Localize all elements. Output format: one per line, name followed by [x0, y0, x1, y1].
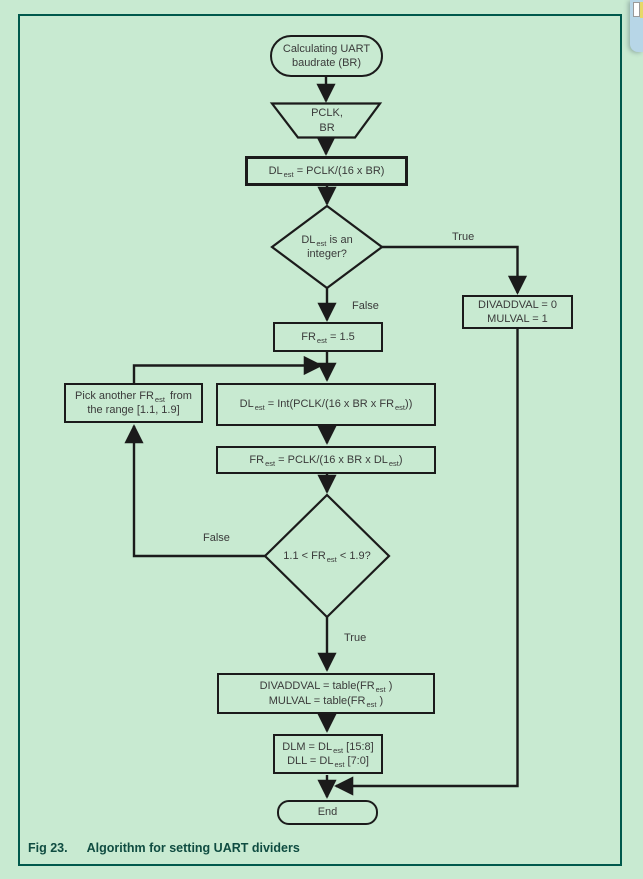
fr-calc-text3: )	[398, 453, 403, 466]
table-line1-text2: )	[385, 680, 393, 693]
decision2-sub: est	[326, 554, 337, 564]
pick-text: Pick another FR	[75, 389, 154, 402]
figure-caption: Fig 23. Algorithm for setting UART divid…	[28, 841, 300, 855]
dl-int-node: DLest = Int(PCLK/(16 x BR x FRest))	[216, 383, 436, 426]
overlay-card-corner	[630, 0, 643, 52]
end-label: End	[317, 806, 338, 819]
dlm-line1-text2: [15:8]	[343, 740, 374, 753]
fr-init-text2: = 1.5	[326, 330, 355, 343]
table-node: DIVADDVAL = table(FRest ) MULVAL = table…	[217, 673, 435, 714]
dlm-line2-text2: [7:0]	[344, 755, 369, 767]
table-line2-text2: )	[376, 694, 384, 707]
connector-decision1-true	[382, 245, 528, 295]
decision1-node: DLest is an integer?	[277, 227, 377, 267]
fr-init-text: FR	[301, 330, 316, 343]
pick-sub: est	[154, 394, 165, 404]
connector-true-branch-return	[334, 329, 519, 796]
fr-init-sub: est	[316, 335, 327, 345]
fr-init-node: FRest = 1.5	[273, 322, 383, 352]
true-label-1: True	[452, 231, 475, 243]
fr-calc-sub2: est	[388, 458, 399, 468]
dl-calc-text: DL	[268, 164, 283, 177]
dlm-line2-sub: est	[334, 760, 345, 769]
dl-int-text: DL	[239, 398, 254, 411]
connector-pick-loop	[132, 355, 323, 383]
divaddval0-node: DIVADDVAL = 0 MULVAL = 1	[462, 295, 573, 329]
decision1-line2: integer?	[307, 248, 347, 260]
true-label-2: True	[344, 632, 367, 644]
decision2-text: 1.1 < FR	[283, 549, 326, 562]
divaddval0-line1: DIVADDVAL = 0	[478, 298, 557, 311]
fr-calc-node: FRest = PCLK/(16 x BR x DLest)	[216, 446, 436, 474]
start-line2: baudrate (BR)	[291, 57, 362, 69]
sticky-note-icon	[640, 2, 643, 18]
end-node: End	[277, 800, 378, 825]
divaddval0-line2: MULVAL = 1	[487, 313, 548, 325]
dlm-line1-sub: est	[333, 745, 344, 755]
dl-calc-node: DLest = PCLK/(16 x BR)	[245, 156, 408, 186]
false-label-1: False	[352, 300, 379, 312]
dl-int-text2: = Int(PCLK/(16 x BR x FR	[264, 398, 395, 411]
dlm-line2-text: DLL = DL	[287, 755, 334, 767]
dl-calc-sub: est	[283, 169, 294, 179]
input-trapezoid-shape	[269, 102, 383, 139]
decision1-text2: is an	[326, 233, 353, 246]
fr-calc-text2: = PCLK/(16 x BR x DL	[275, 453, 388, 466]
false-label-2: False	[203, 532, 230, 544]
table-line2-text: MULVAL = table(FR	[268, 694, 366, 707]
figure-title: Algorithm for setting UART dividers	[86, 841, 300, 855]
fr-calc-text: FR	[249, 453, 265, 466]
page-thumbnail-icon	[633, 2, 640, 17]
dlm-line1-text: DLM = DL	[282, 740, 333, 753]
connector-decision2-false	[124, 424, 265, 558]
dl-calc-text2: = PCLK/(16 x BR)	[293, 164, 385, 177]
input-line1: PCLK,	[311, 107, 343, 120]
figure-frame	[18, 14, 622, 866]
decision2-node: 1.1 < FRest < 1.9?	[267, 548, 387, 564]
pick-line2: the range [1.1, 1.9]	[87, 404, 180, 416]
dl-int-text3: ))	[405, 398, 413, 411]
table-line1-text: DIVADDVAL = table(FR	[259, 680, 375, 693]
decision2-text2: < 1.9?	[336, 549, 371, 562]
dl-int-sub2: est	[395, 403, 406, 413]
start-node: Calculating UART baudrate (BR)	[270, 35, 383, 77]
input-line2: BR	[319, 121, 335, 134]
input-node: PCLK, BR	[272, 104, 382, 137]
decision1-text: DL	[301, 233, 316, 246]
start-line1: Calculating UART	[282, 42, 371, 55]
table-line1-sub: est	[375, 685, 386, 695]
table-line2-sub: est	[366, 699, 377, 709]
dlm-node: DLM = DLest [15:8] DLL = DLest [7:0]	[273, 734, 383, 774]
fr-calc-sub1: est	[265, 458, 276, 468]
decision1-sub: est	[316, 238, 327, 248]
dl-int-sub1: est	[254, 403, 265, 413]
figure-number: Fig 23.	[28, 841, 68, 855]
pick-text2: from	[169, 389, 192, 402]
